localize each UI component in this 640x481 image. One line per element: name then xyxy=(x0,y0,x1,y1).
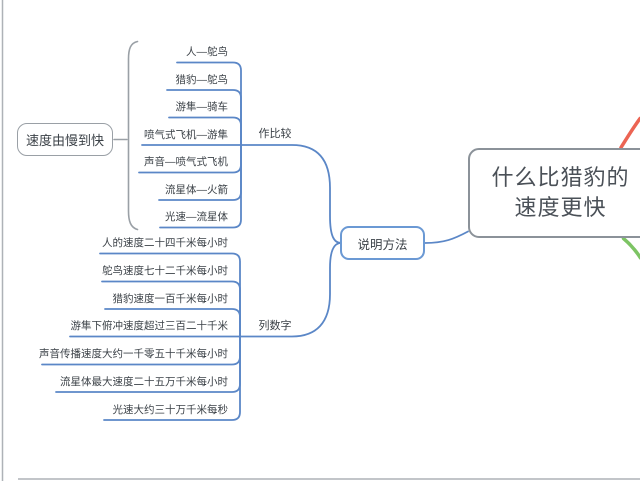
branch-line xyxy=(176,61,242,146)
comparison-parent-line xyxy=(240,144,342,244)
red-branch-line xyxy=(619,116,640,150)
topic-numbers-item-2[interactable]: 鸵鸟速度七十二千米每小时 xyxy=(102,265,228,277)
summary-topic-speed-order[interactable]: 速度由慢到快 xyxy=(17,123,113,156)
topic-comparison-label[interactable]: 作比较 xyxy=(258,128,292,140)
topic-method-node[interactable]: 说明方法 xyxy=(340,226,425,260)
summary-brace xyxy=(127,40,139,231)
topic-comparison-item-6[interactable]: 流星体—火箭 xyxy=(165,184,228,196)
method-to-main-line xyxy=(424,230,469,244)
branch-line xyxy=(99,252,241,338)
topic-comparison-item-7[interactable]: 光速—流星体 xyxy=(165,211,228,223)
branch-line xyxy=(104,308,241,338)
topic-numbers-item-5[interactable]: 声音传播速度大约一千零五十千米每小时 xyxy=(39,348,228,360)
main-topic-title-line2: 速度更快 xyxy=(514,195,607,220)
branch-line xyxy=(168,116,242,146)
topic-numbers-item-7[interactable]: 光速大约三十万千米每秒 xyxy=(112,404,229,416)
summary-brace-group xyxy=(113,40,139,231)
branch-lines xyxy=(41,61,469,421)
topic-numbers-item-1[interactable]: 人的速度二十四千米每小时 xyxy=(102,237,228,249)
topic-comparison-item-4[interactable]: 喷气式飞机—游隼 xyxy=(144,129,228,141)
summary-topic-label: 速度由慢到快 xyxy=(25,133,104,148)
main-topic-node[interactable]: 什么比猎豹的 速度更快 xyxy=(468,148,640,238)
topic-comparison-item-1[interactable]: 人—鸵鸟 xyxy=(186,46,228,58)
branch-line xyxy=(159,144,242,229)
method-node-label: 说明方法 xyxy=(357,237,408,252)
topic-comparison-item-5[interactable]: 声音—喷气式飞机 xyxy=(144,156,228,168)
branch-line xyxy=(101,280,241,338)
topic-numbers-item-3[interactable]: 猎豹速度一百千米每小时 xyxy=(112,293,229,305)
branch-line xyxy=(166,89,242,146)
branch-line xyxy=(103,335,241,421)
topic-numbers-item-4[interactable]: 游隼下俯冲速度超过三百二十千米 xyxy=(70,320,229,332)
topic-numbers-item-6[interactable]: 流星体最大速度二十五万千米每小时 xyxy=(60,376,228,388)
topic-numbers-label[interactable]: 列数字 xyxy=(258,320,292,332)
green-branch-line xyxy=(621,236,640,260)
topic-comparison-item-3[interactable]: 游隼—骑车 xyxy=(175,101,229,113)
numbers-parent-line xyxy=(239,242,342,338)
main-topic-title-line1: 什么比猎豹的 xyxy=(491,165,630,190)
topic-comparison-item-2[interactable]: 猎豹—鸵鸟 xyxy=(175,74,229,86)
